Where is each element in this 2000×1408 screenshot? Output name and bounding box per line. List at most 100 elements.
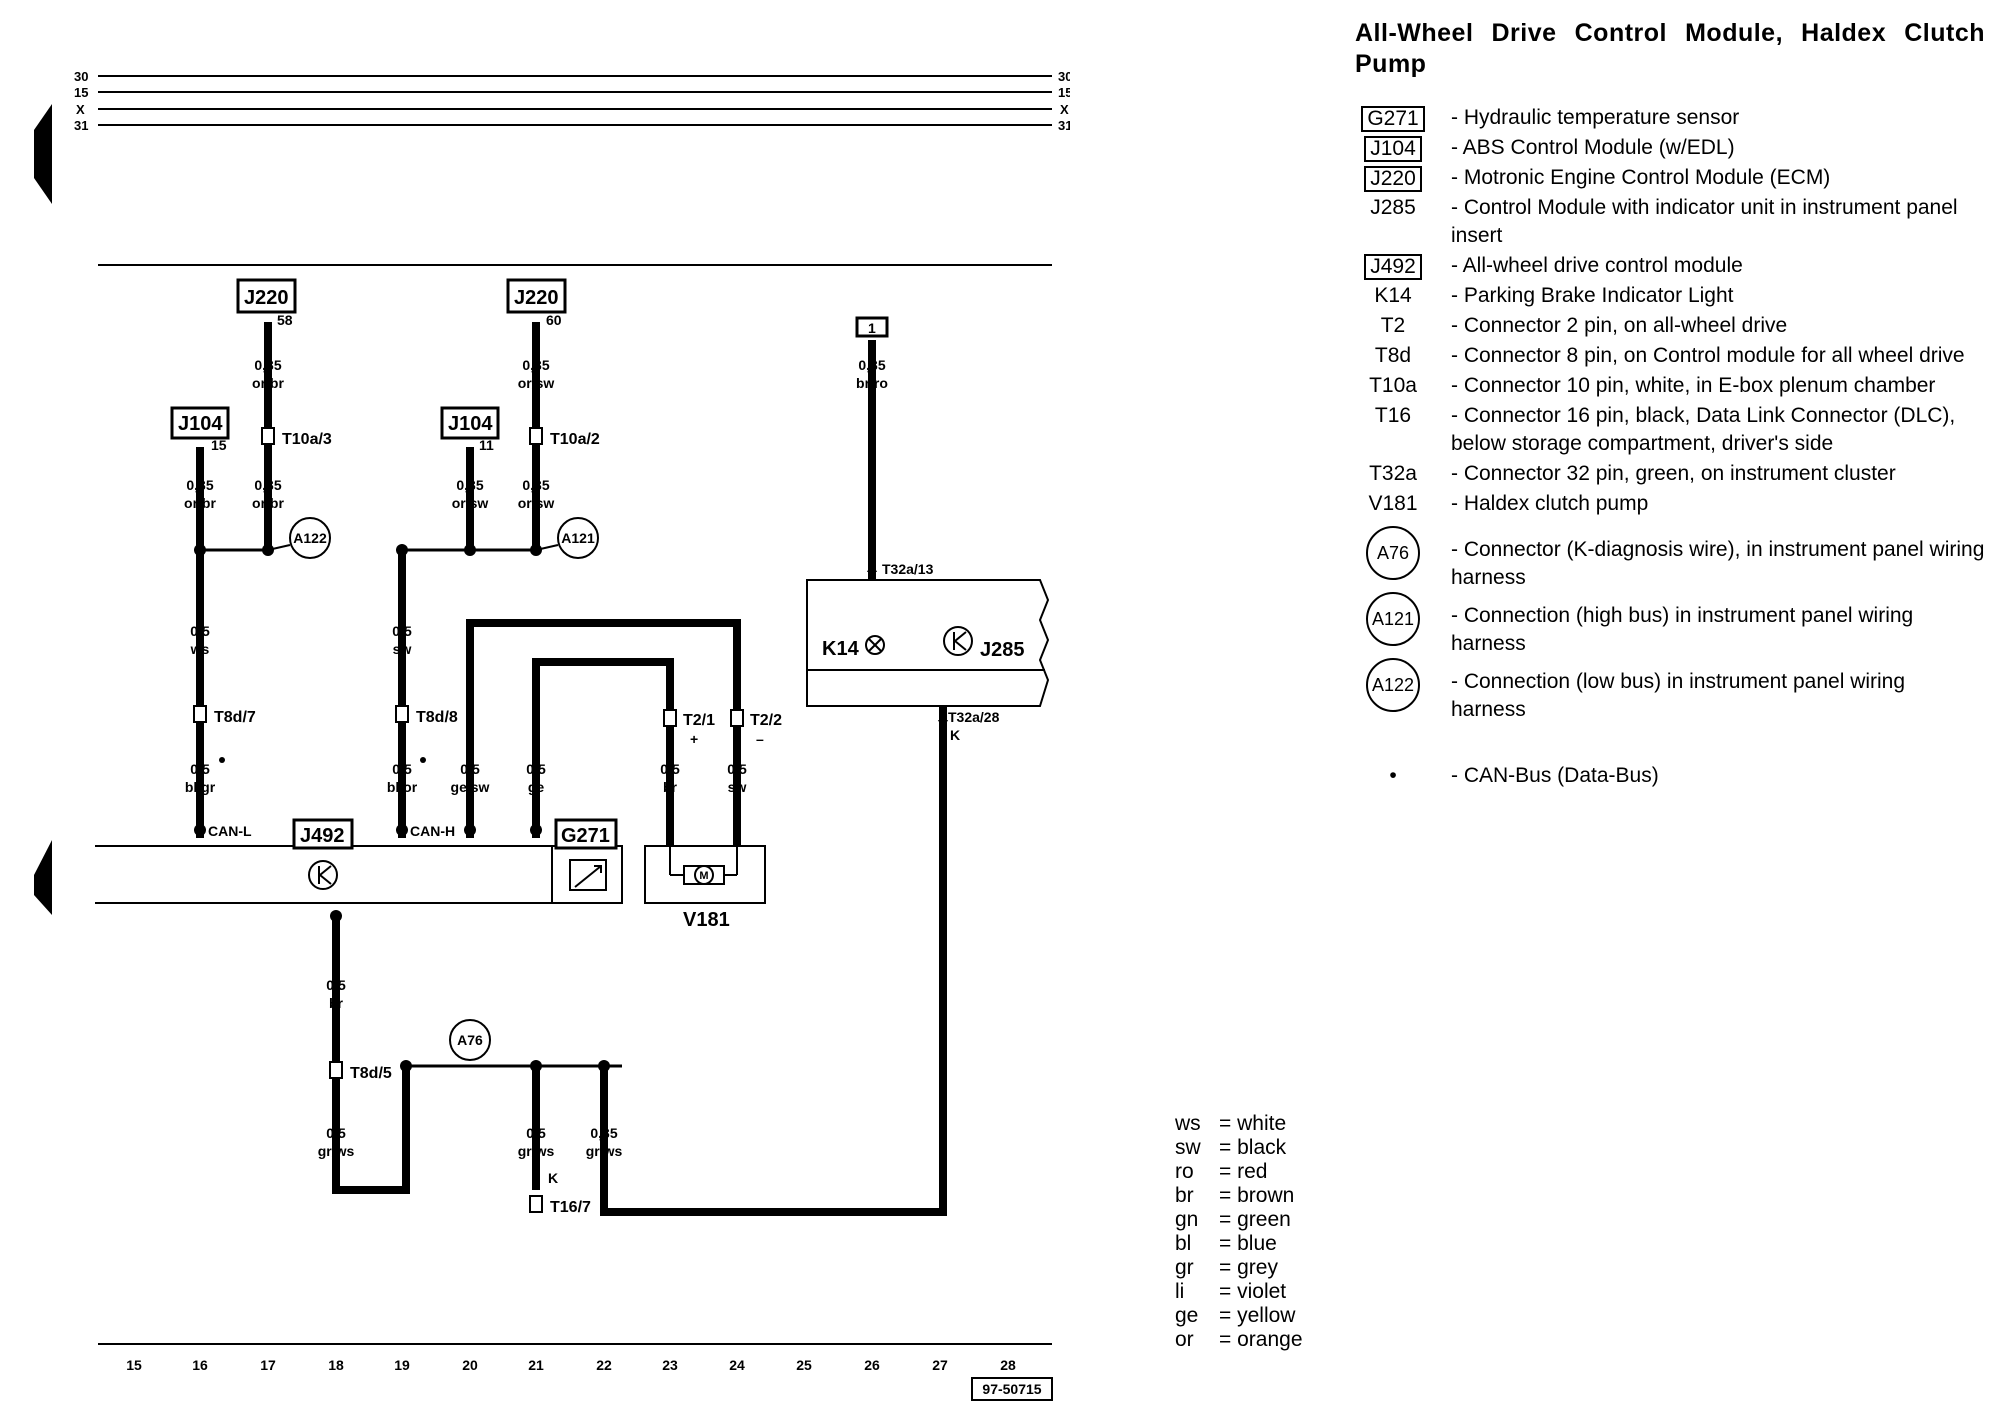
equals-sign: = — [1219, 1160, 1238, 1183]
diagram-shape — [194, 824, 206, 836]
diagram-shape — [332, 1066, 410, 1194]
legend-code: J285 — [1370, 196, 1416, 219]
rail-label-30-left: 30 — [74, 69, 88, 84]
diagram-shape — [730, 709, 744, 727]
diagram-label: 0,35 — [186, 477, 213, 493]
diagram-shape — [868, 638, 882, 652]
diagram-shape — [440, 406, 500, 440]
diagram-label: ge/sw — [451, 779, 490, 795]
diagram-shape — [464, 824, 476, 836]
previous-page-arrow[interactable] — [34, 104, 52, 204]
color-abbreviation: li — [1175, 1280, 1185, 1303]
legend-item: J285Control Module with indicator unit i… — [1355, 194, 1985, 250]
diagram-shape — [396, 824, 408, 836]
wiring-diagram: 30 15 X 31 30 15 X 31 — [34, 69, 1070, 1401]
diagram-label: ge — [528, 779, 545, 795]
legend-code: J104 — [1355, 134, 1431, 163]
color-key-item: bl= blue — [1175, 1232, 1303, 1256]
color-name: green — [1237, 1208, 1291, 1231]
diagram-label: 0,35 — [254, 357, 281, 373]
color-name: black — [1237, 1136, 1287, 1159]
legend-item: V181Haldex clutch pump — [1355, 490, 1985, 518]
legend-description: CAN-Bus (Data-Bus) — [1451, 762, 1985, 790]
diagram-label: 20 — [462, 1357, 478, 1373]
connector-arrows — [867, 562, 948, 730]
diagram-shape — [292, 818, 354, 850]
legend-item: T2Connector 2 pin, on all-wheel drive — [1355, 312, 1985, 340]
diagram-label: + — [690, 731, 698, 747]
j104-left: J104 15 — [170, 406, 230, 453]
color-key-item: or= orange — [1175, 1328, 1303, 1352]
color-key-item: br= brown — [1175, 1184, 1303, 1208]
color-key-item: sw= black — [1175, 1136, 1303, 1160]
connector-labels: T10a/3 T10a/2 T8d/7 T8d/8 T2/1 T2/2 T8d/… — [214, 431, 1000, 1216]
diagram-label: 0,5 — [190, 623, 210, 639]
diagram-shape — [938, 720, 948, 730]
legend-panel: All-Wheel Drive Control Module, Haldex C… — [1355, 18, 1985, 792]
diagram-label: 15 — [211, 437, 227, 453]
color-abbreviation: ro — [1175, 1160, 1194, 1183]
connector-t32a13: T32a/13 — [882, 561, 934, 577]
diagram-label: 0,5 — [392, 623, 412, 639]
diagram-shape — [396, 544, 408, 556]
diagram-label: 15 — [126, 1357, 142, 1373]
diagram-label: – — [756, 731, 764, 747]
previous-page-arrow-2[interactable] — [34, 840, 52, 915]
diagram-shape — [329, 1061, 343, 1079]
a121-connection: A121 — [535, 517, 599, 559]
diagram-shape — [532, 658, 674, 838]
legend-code: • — [1389, 764, 1397, 787]
diagram-shape — [855, 316, 889, 338]
connector-t8d7: T8d/7 — [214, 709, 256, 726]
diagram-label: K14 — [822, 638, 860, 660]
v181-haldex-clutch-pump: M V181 + – — [644, 731, 766, 931]
diagram-label: 22 — [596, 1357, 612, 1373]
diagram-label: A121 — [561, 530, 595, 546]
diagram-shape — [594, 865, 602, 873]
legend-code: T2 — [1380, 314, 1406, 337]
legend-description: Parking Brake Indicator Light — [1451, 282, 1985, 310]
legend-code: G271 — [1355, 104, 1431, 133]
legend-item: T10aConnector 10 pin, white, in E-box pl… — [1355, 372, 1985, 400]
diagram-shape — [193, 705, 207, 723]
rail-label-x-left: X — [76, 102, 85, 117]
legend-item: T16Connector 16 pin, black, Data Link Co… — [1355, 402, 1985, 458]
color-name: red — [1237, 1160, 1268, 1183]
color-abbreviation: or — [1175, 1328, 1194, 1351]
diagram-shape — [529, 427, 543, 445]
diagram-label: sw — [393, 641, 412, 657]
diagram-shape — [694, 865, 714, 885]
j492-electronics-symbol — [308, 860, 338, 890]
color-abbreviation: ws — [1175, 1112, 1201, 1135]
legend-code: J492 — [1355, 252, 1431, 281]
legend-code: K14 — [1374, 284, 1412, 307]
power-rails — [98, 75, 1052, 126]
diagram-label: 0,5 — [190, 761, 210, 777]
j220-left: J220 58 — [236, 278, 297, 328]
diagram-shape — [330, 910, 342, 922]
diagram-shape — [535, 544, 559, 551]
diagram-shape — [554, 818, 618, 850]
color-name: yellow — [1237, 1304, 1296, 1327]
diagram-label: 27 — [932, 1357, 948, 1373]
connector-markers — [193, 427, 744, 1213]
diagram-shape — [600, 707, 947, 1216]
color-name: violet — [1237, 1280, 1287, 1303]
diagram-label: 0,5 — [326, 1125, 346, 1141]
diagram-label: sw — [728, 779, 747, 795]
color-key-item: li= violet — [1175, 1280, 1303, 1304]
color-abbreviation: ge — [1175, 1304, 1199, 1327]
diagram-label: 28 — [1000, 1357, 1016, 1373]
rail-label-15-right: 15 — [1058, 85, 1070, 100]
k-line-label: K — [950, 727, 960, 743]
diagram-label: bl/or — [387, 779, 418, 795]
j285-electronics-symbol — [943, 626, 973, 656]
diagram-label: 0,5 — [526, 1125, 546, 1141]
color-abbreviation: bl — [1175, 1232, 1192, 1255]
equals-sign: = — [1219, 1112, 1238, 1135]
diagram-label: 0,5 — [660, 761, 680, 777]
connector-t8d5: T8d/5 — [350, 1065, 392, 1082]
legend-code: T16 — [1374, 404, 1412, 427]
color-name: blue — [1237, 1232, 1277, 1255]
legend-code: V181 — [1368, 492, 1418, 515]
